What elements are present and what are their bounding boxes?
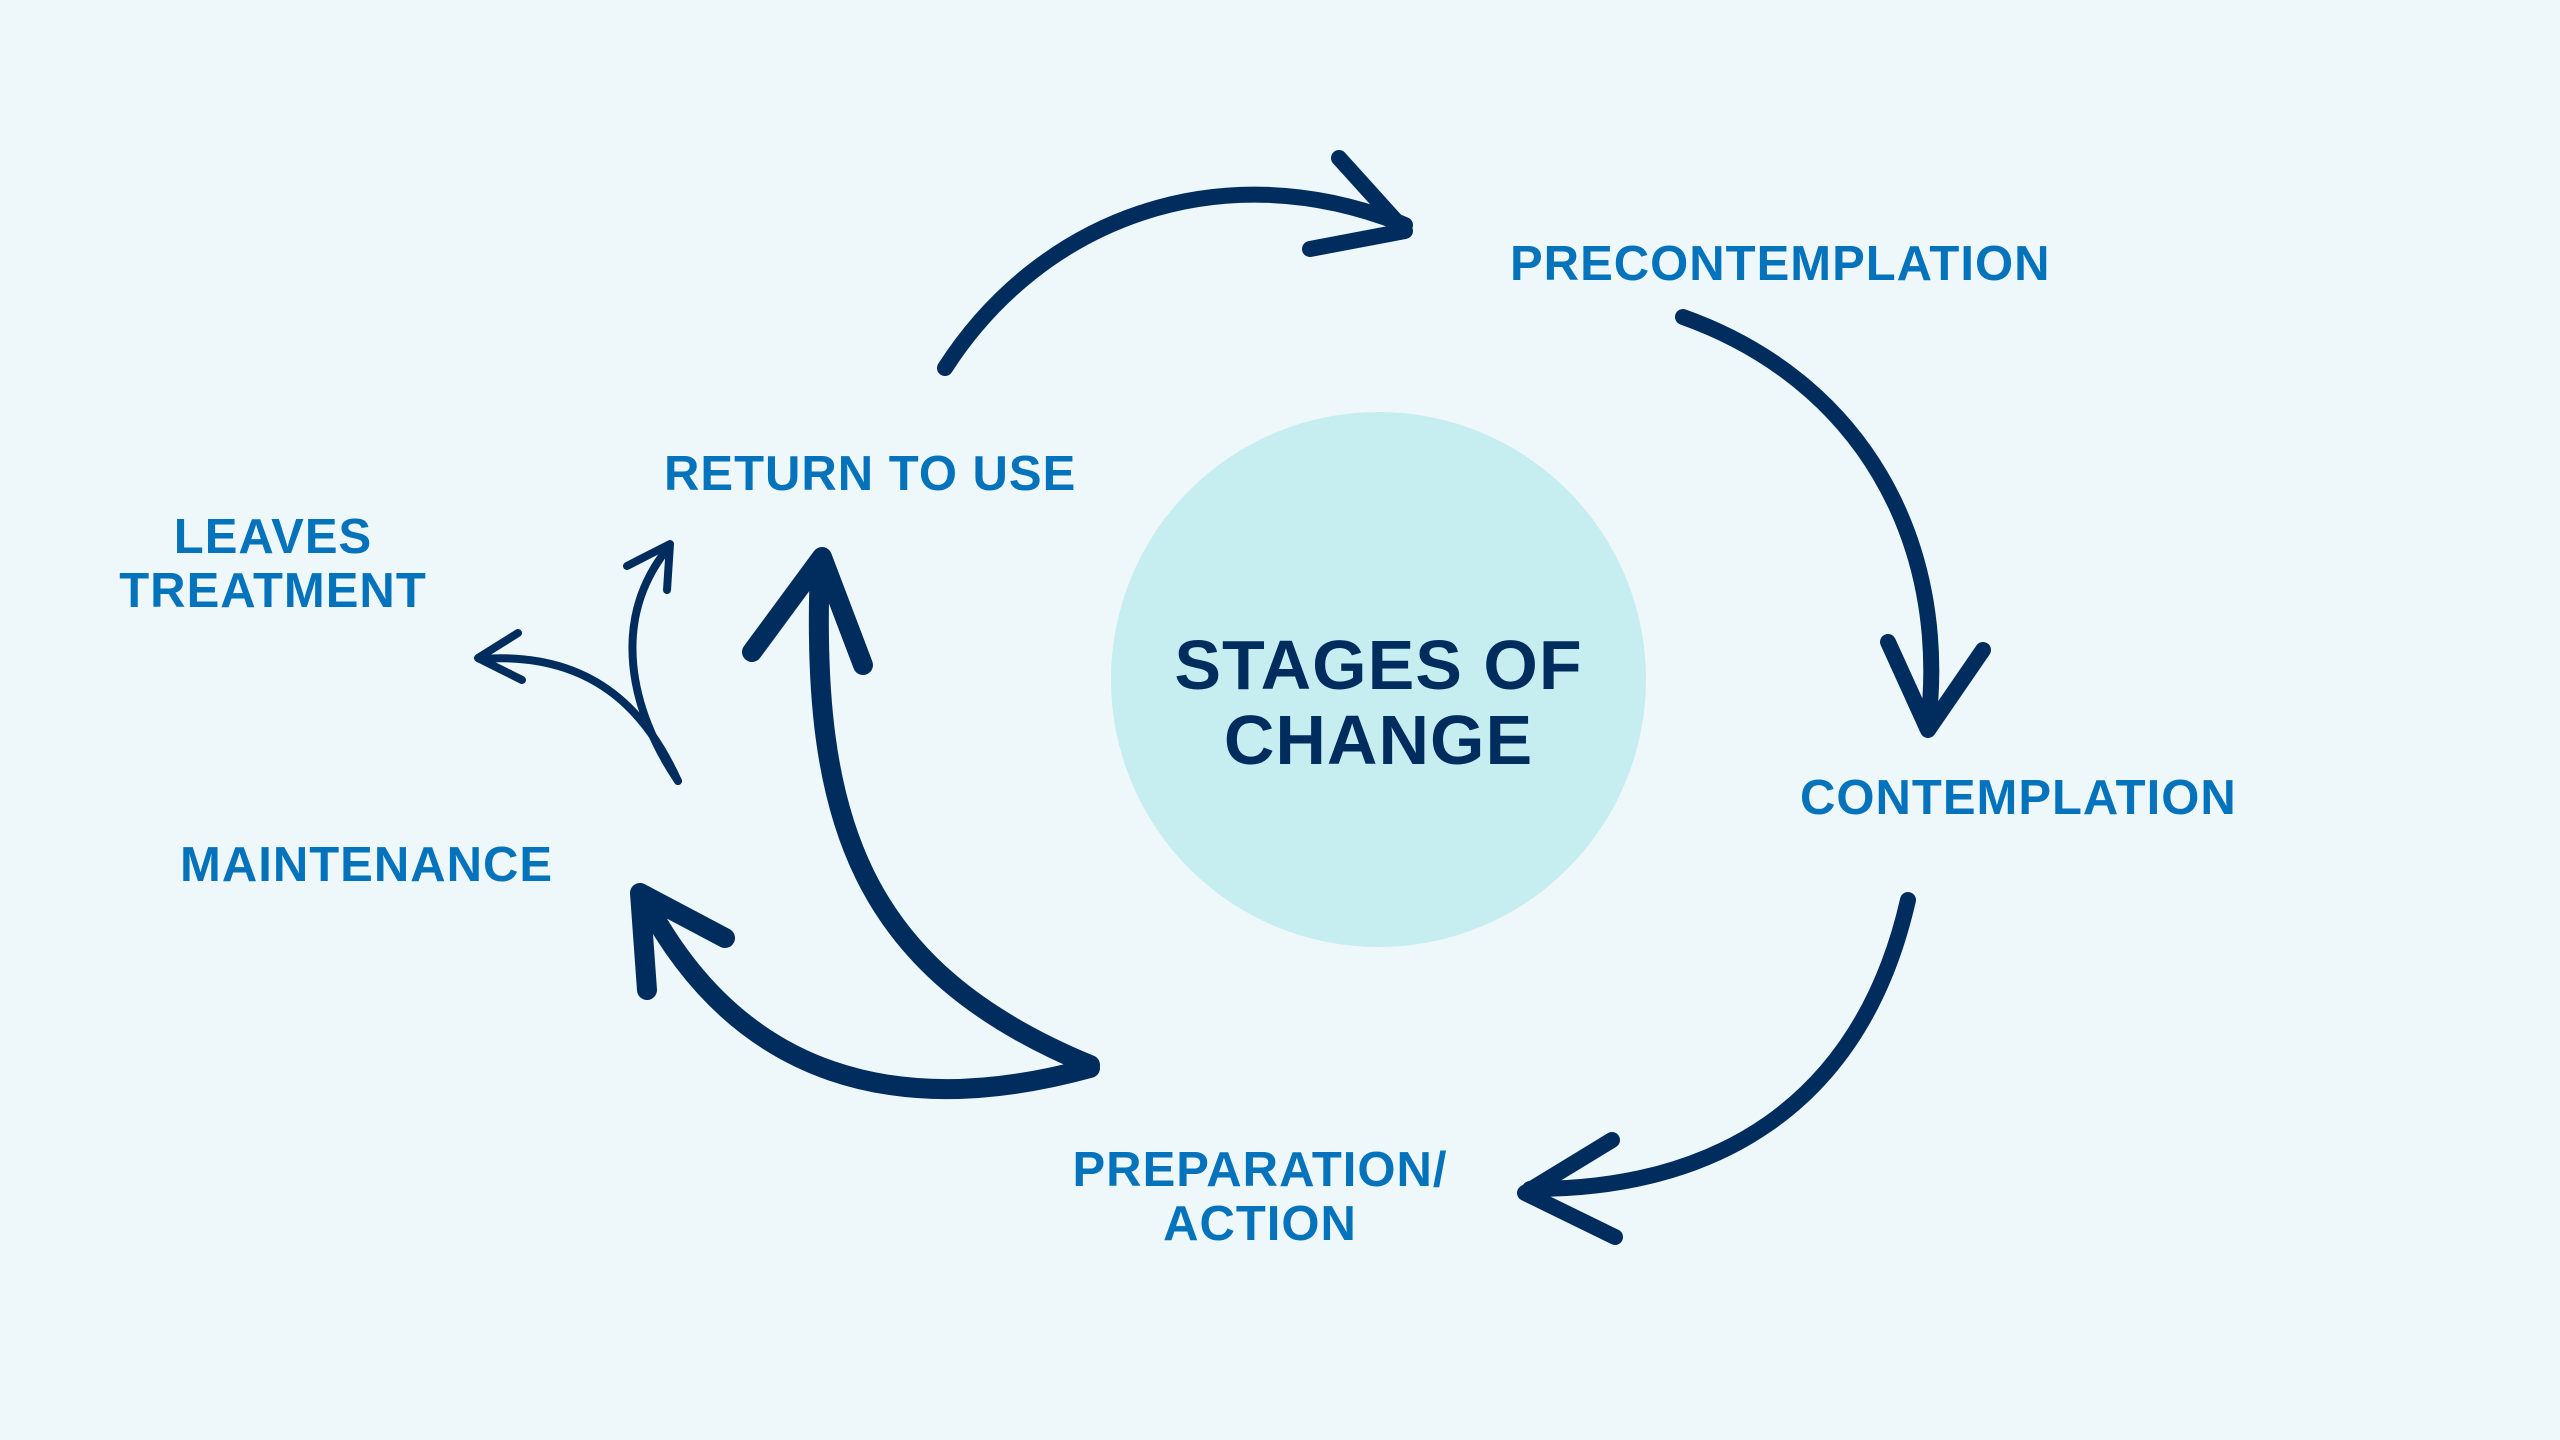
arrowhead-icon	[630, 883, 735, 1000]
arrow-shaft	[635, 890, 1100, 1099]
stage-label-line-2: ACTION	[1163, 1197, 1357, 1251]
arrow-shaft	[1522, 892, 1916, 1198]
arrow-contemplation-to-preparation	[1517, 892, 1916, 1245]
arrowhead-icon	[623, 540, 674, 594]
arrow-preparation-to-maintenance	[630, 883, 1100, 1099]
stage-label: CONTEMPLATION	[1800, 771, 2237, 825]
arrowhead-icon	[1302, 150, 1413, 257]
arrow-maintenance-to-return	[623, 540, 682, 785]
stage-preparation-action: PREPARATION/ ACTION	[1060, 1143, 1460, 1251]
diagram-title: STAGES OF CHANGE	[1111, 628, 1646, 778]
stage-label-line-1: PREPARATION/	[1072, 1143, 1448, 1197]
title-line-1: STAGES OF	[1174, 626, 1583, 704]
center-circle	[1111, 412, 1646, 947]
arrowhead-icon	[474, 629, 526, 684]
arrow-shaft	[476, 654, 682, 785]
arrow-shaft	[808, 555, 1100, 1075]
stage-leaves-treatment: LEAVES TREATMENT	[110, 510, 436, 618]
arrow-shaft	[937, 186, 1413, 376]
stage-label: RETURN TO USE	[664, 447, 1077, 501]
arrowhead-icon	[1880, 634, 1991, 738]
arrowhead-icon	[1517, 1132, 1623, 1245]
stage-label-line-2: TREATMENT	[119, 564, 427, 618]
stage-label: PRECONTEMPLATION	[1510, 237, 2051, 291]
arrowhead-icon	[742, 547, 873, 675]
arrow-precontemplation-to-contemplation	[1675, 309, 1991, 738]
stage-contemplation: CONTEMPLATION	[1800, 771, 2250, 825]
arrow-maintenance-to-leaves	[474, 629, 682, 785]
stage-precontemplation: PRECONTEMPLATION	[1510, 237, 2065, 291]
arrow-return-to-precontemplation	[937, 150, 1413, 376]
stage-return-to-use: RETURN TO USE	[664, 447, 1084, 501]
stage-label: MAINTENANCE	[180, 838, 554, 892]
arrow-shaft	[1675, 309, 1940, 733]
title-line-2: CHANGE	[1223, 701, 1534, 779]
arrow-preparation-to-return	[742, 547, 1100, 1075]
stage-maintenance: MAINTENANCE	[180, 838, 570, 892]
stage-label-line-1: LEAVES	[173, 510, 373, 564]
